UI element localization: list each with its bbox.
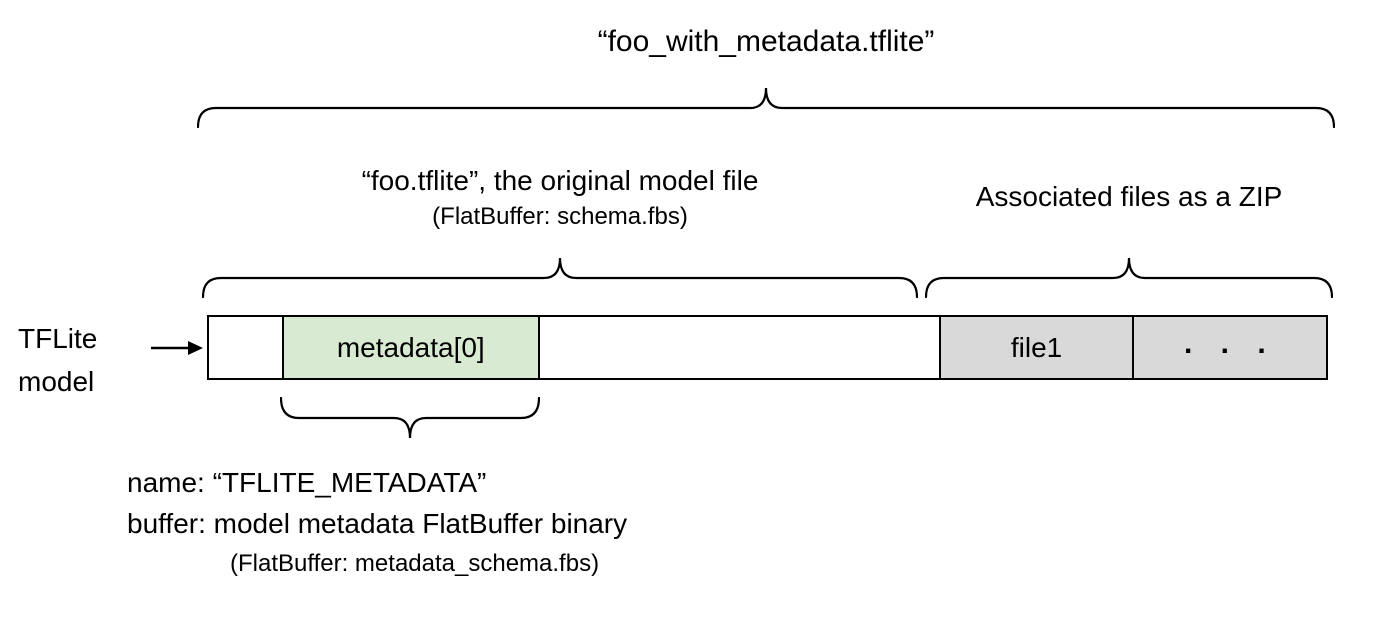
original-model-label-block: “foo.tflite”, the original model file (F… <box>202 161 918 233</box>
bar-cell-metadata0: metadata[0] <box>281 317 538 378</box>
model-byte-layout-bar: metadata[0] file1 . . . <box>207 315 1328 380</box>
bar-cell-empty-left <box>209 317 282 378</box>
bar-cell-more-files: . . . <box>1131 317 1326 378</box>
diagram-title: “foo_with_metadata.tflite” <box>597 25 935 58</box>
metadata-name-line: name: “TFLITE_METADATA” <box>127 467 487 498</box>
tflite-model-label-line2: model <box>18 366 95 397</box>
original-model-sublabel: (FlatBuffer: schema.fbs) <box>432 203 688 230</box>
original-model-label: “foo.tflite”, the original model file <box>361 165 759 196</box>
tflite-model-label: TFLite model <box>18 317 97 403</box>
tflite-model-label-line1: TFLite <box>18 323 98 354</box>
original-model-brace-shape <box>202 257 918 299</box>
arrow-right-icon <box>151 341 203 355</box>
bar-cell-empty-middle <box>537 317 940 378</box>
metadata-annotation-block: name: “TFLITE_METADATA” buffer: model me… <box>127 462 627 580</box>
metadata-buffer-line: buffer: model metadata FlatBuffer binary <box>127 508 628 539</box>
metadata-schema-line: (FlatBuffer: metadata_schema.fbs) <box>230 550 600 577</box>
bar-cell-file1: file1 <box>939 317 1132 378</box>
associated-files-brace-shape <box>925 257 1333 299</box>
metadata-brace-shape <box>280 397 540 439</box>
whole-file-brace-shape <box>197 87 1335 129</box>
associated-files-label: Associated files as a ZIP <box>975 181 1283 212</box>
